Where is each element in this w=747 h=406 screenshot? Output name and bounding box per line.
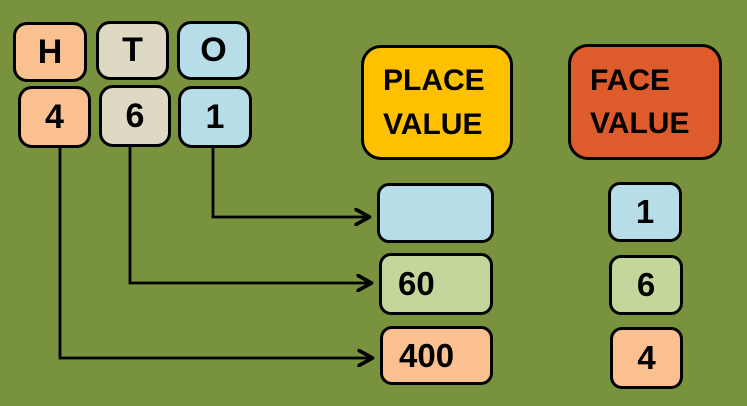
place-value-box-tens: 60 (379, 253, 493, 315)
face-value-header-line2: VALUE (590, 107, 690, 140)
digit-tens: 6 (99, 85, 171, 147)
face-value-header: FACE VALUE (568, 44, 722, 160)
place-value-header: PLACE VALUE (361, 45, 513, 160)
arrow-hundreds-to-place-value (58, 148, 371, 358)
face-value-box-ones: 1 (608, 182, 682, 242)
place-value-header-line1: PLACE (383, 64, 485, 97)
face-value-box-tens: 6 (609, 255, 683, 315)
digit-hundreds: 4 (18, 86, 91, 148)
digit-ones: 1 (178, 86, 252, 148)
face-value-header-line1: FACE (590, 63, 671, 97)
column-header-hundreds: H (13, 22, 87, 82)
place-value-box-hundreds: 400 (380, 326, 493, 385)
arrow-tens-to-place-value (128, 147, 370, 283)
column-header-tens: T (96, 21, 169, 80)
place-value-header-line2: VALUE (383, 107, 483, 141)
column-header-ones: O (177, 21, 250, 80)
arrow-ones-to-place-value (211, 148, 368, 217)
face-value-box-hundreds: 4 (610, 327, 683, 389)
place-value-box-ones (377, 183, 494, 243)
